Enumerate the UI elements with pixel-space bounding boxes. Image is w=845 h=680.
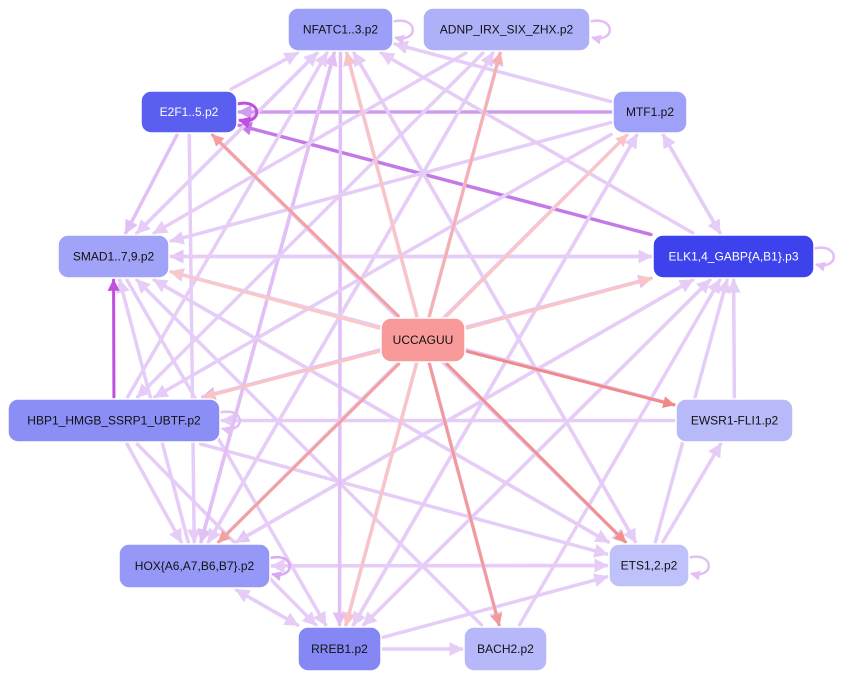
edge-adnp-to-hox (206, 51, 495, 544)
node-hox[interactable]: HOX{A6,A7,B6,B7}.p2 (118, 543, 271, 589)
edge-mtf-to-hbp (153, 132, 613, 399)
node-e2f[interactable]: E2F1..5.p2 (140, 90, 238, 134)
node-box-adnp (422, 7, 591, 52)
self-loop-hbp (219, 410, 241, 436)
node-hbp[interactable]: HBP1_HMGB_SSRP1_UBTF.p2 (7, 398, 221, 443)
node-adnp[interactable]: ADNP_IRX_SIX_ZHX.p2 (422, 7, 591, 52)
edge-hbp-to-hox (125, 442, 183, 544)
node-box-mtf (612, 90, 688, 134)
edge-ucc-to-bach (427, 362, 503, 627)
node-label-hbp: HBP1_HMGB_SSRP1_UBTF.p2 (27, 414, 201, 428)
self-loop-adnp (589, 19, 611, 45)
edge-ucc-to-nfatc (343, 51, 419, 318)
edge-ucc-to-rreb (343, 362, 419, 627)
edge-nfatc-to-smad (135, 51, 319, 235)
edge-adnp-to-hbp (135, 51, 485, 399)
edge-ucc-to-adnp (427, 51, 504, 318)
node-label-e2f: E2F1..5.p2 (160, 105, 219, 119)
edge-e2f-to-smad (124, 133, 179, 235)
edge-adnp-to-smad (152, 51, 468, 235)
node-bach[interactable]: BACH2.p2 (463, 626, 548, 672)
self-loop-elk (813, 246, 835, 272)
node-box-bach (463, 626, 548, 672)
edge-mtf-to-nfatc (393, 40, 613, 104)
node-label-smad: SMAD1..7,9.p2 (73, 250, 155, 264)
edge-smad-to-ets (152, 278, 611, 544)
edge-nfatc-to-rreb (332, 51, 347, 627)
node-label-ucc: UCCAGUU (393, 333, 454, 347)
node-label-rreb: RREB1.p2 (311, 642, 368, 656)
self-loop-nfatc (392, 19, 414, 45)
node-box-rreb (297, 626, 382, 672)
edge-bach-to-elk (517, 278, 722, 627)
edge-ucc-to-hbp (202, 349, 381, 401)
node-elk[interactable]: ELK1,4_GABP{A,B1}.p3 (652, 234, 815, 279)
node-smad[interactable]: SMAD1..7,9.p2 (57, 234, 170, 279)
node-box-ucc (380, 317, 466, 363)
node-label-adnp: ADNP_IRX_SIX_ZHX.p2 (440, 23, 574, 37)
node-label-bach: BACH2.p2 (477, 642, 534, 656)
node-label-hox: HOX{A6,A7,B6,B7}.p2 (135, 559, 255, 573)
edge-ucc-to-elk (465, 275, 653, 330)
node-mtf[interactable]: MTF1.p2 (612, 90, 688, 134)
edge-ewsr-to-elk (726, 278, 741, 399)
node-box-nfatc (287, 7, 394, 52)
edge-ucc-to-smad (169, 269, 381, 330)
self-loop-e2f (236, 101, 259, 129)
node-box-elk (652, 234, 815, 279)
node-box-e2f (140, 90, 238, 134)
edge-hox-to-rreb (234, 588, 300, 627)
edge-e2f-to-nfatc (229, 51, 300, 91)
node-nfatc[interactable]: NFATC1..3.p2 (287, 7, 394, 52)
edge-hox-to-elk (234, 278, 695, 544)
node-box-smad (57, 234, 170, 279)
edge-ucc-to-ewsr (465, 349, 676, 408)
node-layer: NFATC1..3.p2 ADNP_IRX_SIX_ZHX.p2E2F1..5.p… (7, 7, 815, 672)
node-label-mtf: MTF1.p2 (626, 105, 674, 119)
node-label-ets: ETS1,2.p2 (621, 559, 678, 573)
edge-e2f-to-hox (187, 133, 202, 544)
node-box-hbp (7, 398, 221, 443)
edge-ucc-to-mtf (445, 133, 629, 318)
node-box-hox (118, 543, 271, 589)
edge-mtf-to-smad (169, 120, 613, 245)
node-label-ewsr: EWSR1-FLI1.p2 (691, 414, 779, 428)
node-ewsr[interactable]: EWSR1-FLI1.p2 (675, 398, 794, 443)
self-loop-ets (688, 555, 710, 581)
node-label-nfatc: NFATC1..3.p2 (303, 23, 378, 37)
edge-ucc-to-ets (445, 362, 627, 544)
edge-mtf-to-elk (661, 133, 722, 235)
node-box-ets (608, 543, 690, 588)
edge-ucc-to-hox (217, 362, 401, 544)
edge-mtf-to-rreb (351, 133, 639, 627)
edge-ets-to-ewsr (661, 442, 723, 544)
node-label-elk: ELK1,4_GABP{A,B1}.p3 (668, 250, 798, 264)
self-loop-hox (269, 555, 291, 582)
edge-hbp-to-ets (198, 442, 609, 558)
node-rreb[interactable]: RREB1.p2 (297, 626, 382, 672)
node-ucc[interactable]: UCCAGUU (380, 317, 466, 363)
node-box-ewsr (675, 398, 794, 443)
node-ets[interactable]: ETS1,2.p2 (608, 543, 690, 588)
edge-ucc-to-e2f (211, 133, 400, 318)
